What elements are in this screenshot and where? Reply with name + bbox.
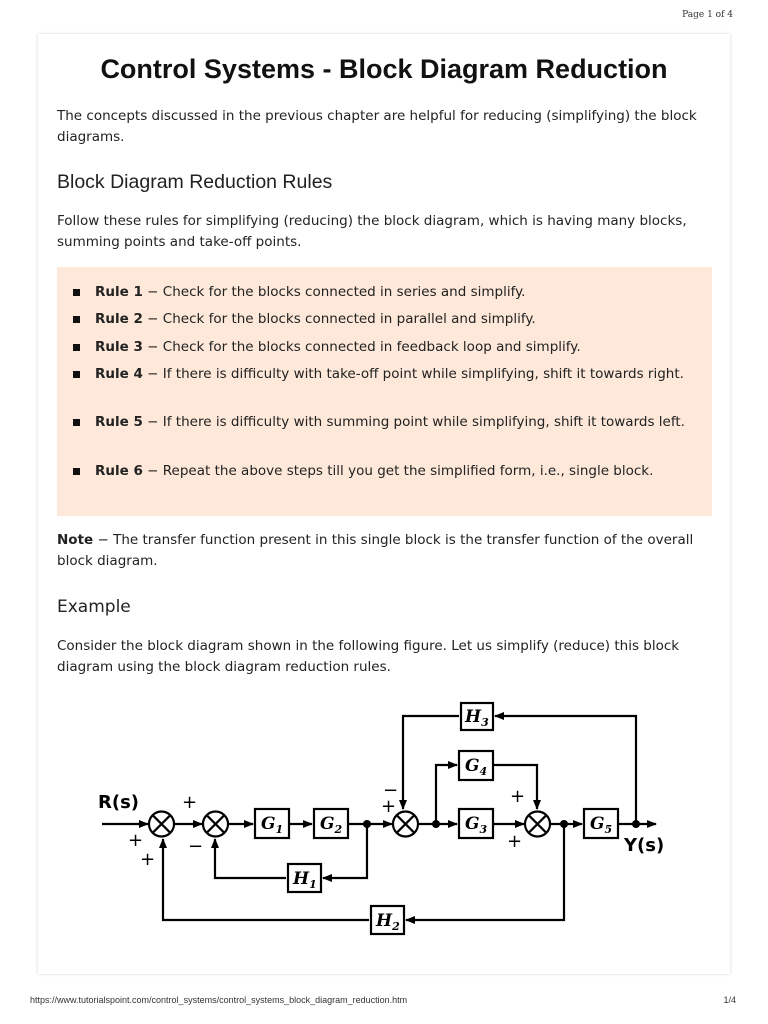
block-g3 xyxy=(457,807,495,840)
bullet-icon xyxy=(73,289,80,296)
bullet-icon xyxy=(73,468,80,475)
intro-paragraph: The concepts discussed in the previous c… xyxy=(57,108,697,145)
sign-label: + xyxy=(507,831,522,852)
rule-name: Rule 3 xyxy=(95,339,143,355)
block-label: G4 xyxy=(465,756,487,778)
block-label: G1 xyxy=(261,814,283,836)
signal-line xyxy=(211,838,286,880)
rule-name: Rule 5 xyxy=(95,414,143,430)
takeoff-point xyxy=(632,820,640,828)
signal-line xyxy=(434,761,458,824)
rule-text: − If there is difficulty with take-off p… xyxy=(142,366,684,382)
rules-list: Rule 1 − Check for the blocks connected … xyxy=(57,267,712,516)
block-label: G5 xyxy=(590,814,612,836)
rule-item: Rule 6 − Repeat the above steps till you… xyxy=(73,461,697,482)
bullet-icon xyxy=(73,419,80,426)
input-label: R(s) xyxy=(98,792,139,813)
signal-line xyxy=(399,714,459,810)
signal-line xyxy=(322,824,369,882)
rule-item: Rule 5 − If there is difficulty with sum… xyxy=(73,412,697,433)
summing-junction xyxy=(147,810,176,838)
page-title: Control Systems - Block Diagram Reductio… xyxy=(100,54,668,84)
example-heading: Example xyxy=(57,597,131,617)
footer-page-number: 1/4 xyxy=(723,995,736,1005)
rule-text: − Check for the blocks connected in para… xyxy=(142,311,536,327)
block-g4 xyxy=(457,749,495,782)
bullet-icon xyxy=(73,316,80,323)
rules-lead-paragraph: Follow these rules for simplifying (redu… xyxy=(57,213,687,250)
rule-item: Rule 4 − If there is difficulty with tak… xyxy=(73,364,697,385)
rule-name: Rule 1 xyxy=(95,284,143,300)
summing-junction xyxy=(201,810,230,838)
sign-label: − xyxy=(188,836,203,857)
block-label: H2 xyxy=(375,911,400,933)
summing-junction xyxy=(391,810,420,838)
sign-label: + xyxy=(381,796,396,817)
note-paragraph: Note − The transfer function present in … xyxy=(57,530,709,572)
rule-text: − Check for the blocks connected in seri… xyxy=(142,284,526,300)
block-g1 xyxy=(253,807,291,840)
signal-line xyxy=(159,838,369,922)
rule-name: Rule 4 xyxy=(95,366,143,382)
block-h2 xyxy=(369,904,406,936)
sign-label: + xyxy=(510,786,525,807)
page-number: Page 1 of 4 xyxy=(682,10,733,20)
example-paragraph: Consider the block diagram shown in the … xyxy=(57,638,680,675)
note-label: Note xyxy=(57,532,94,548)
block-label: G3 xyxy=(465,814,488,836)
bullet-icon xyxy=(73,371,80,378)
rule-item: Rule 3 − Check for the blocks connected … xyxy=(73,337,697,358)
block-h1 xyxy=(286,862,323,894)
rule-text: − If there is difficulty with summing po… xyxy=(142,414,685,430)
signal-line xyxy=(494,712,638,824)
takeoff-point xyxy=(432,820,440,828)
block-h3 xyxy=(459,701,495,732)
rule-text: − Check for the blocks connected in feed… xyxy=(142,339,581,355)
output-label: Y(s) xyxy=(623,835,664,856)
takeoff-point xyxy=(560,820,568,828)
block-g5 xyxy=(582,807,620,840)
signal-line xyxy=(493,763,541,810)
block-label: H3 xyxy=(464,707,489,729)
block-diagram: G1 G2 G3 G4 G5 H1 H2 H3 R(s) Y(s) + + + … xyxy=(98,701,664,936)
sign-label: + xyxy=(140,849,155,870)
sign-label: − xyxy=(383,780,398,801)
rule-item: Rule 2 − Check for the blocks connected … xyxy=(73,309,697,330)
rule-text: − Repeat the above steps till you get th… xyxy=(142,463,654,479)
rule-name: Rule 6 xyxy=(95,463,143,479)
note-text: − The transfer function present in this … xyxy=(57,532,694,569)
summing-junction xyxy=(523,810,552,838)
block-g2 xyxy=(312,807,350,840)
footer-url: https://www.tutorialspoint.com/control_s… xyxy=(30,995,408,1005)
takeoff-point xyxy=(363,820,371,828)
rules-heading: Block Diagram Reduction Rules xyxy=(57,171,333,193)
signal-line xyxy=(405,824,566,924)
sign-label: + xyxy=(128,830,143,851)
block-label: H1 xyxy=(292,869,317,891)
rule-item: Rule 1 − Check for the blocks connected … xyxy=(73,282,697,303)
sign-label: + xyxy=(182,792,197,813)
block-label: G2 xyxy=(320,814,343,836)
rule-name: Rule 2 xyxy=(95,311,143,327)
bullet-icon xyxy=(73,344,80,351)
